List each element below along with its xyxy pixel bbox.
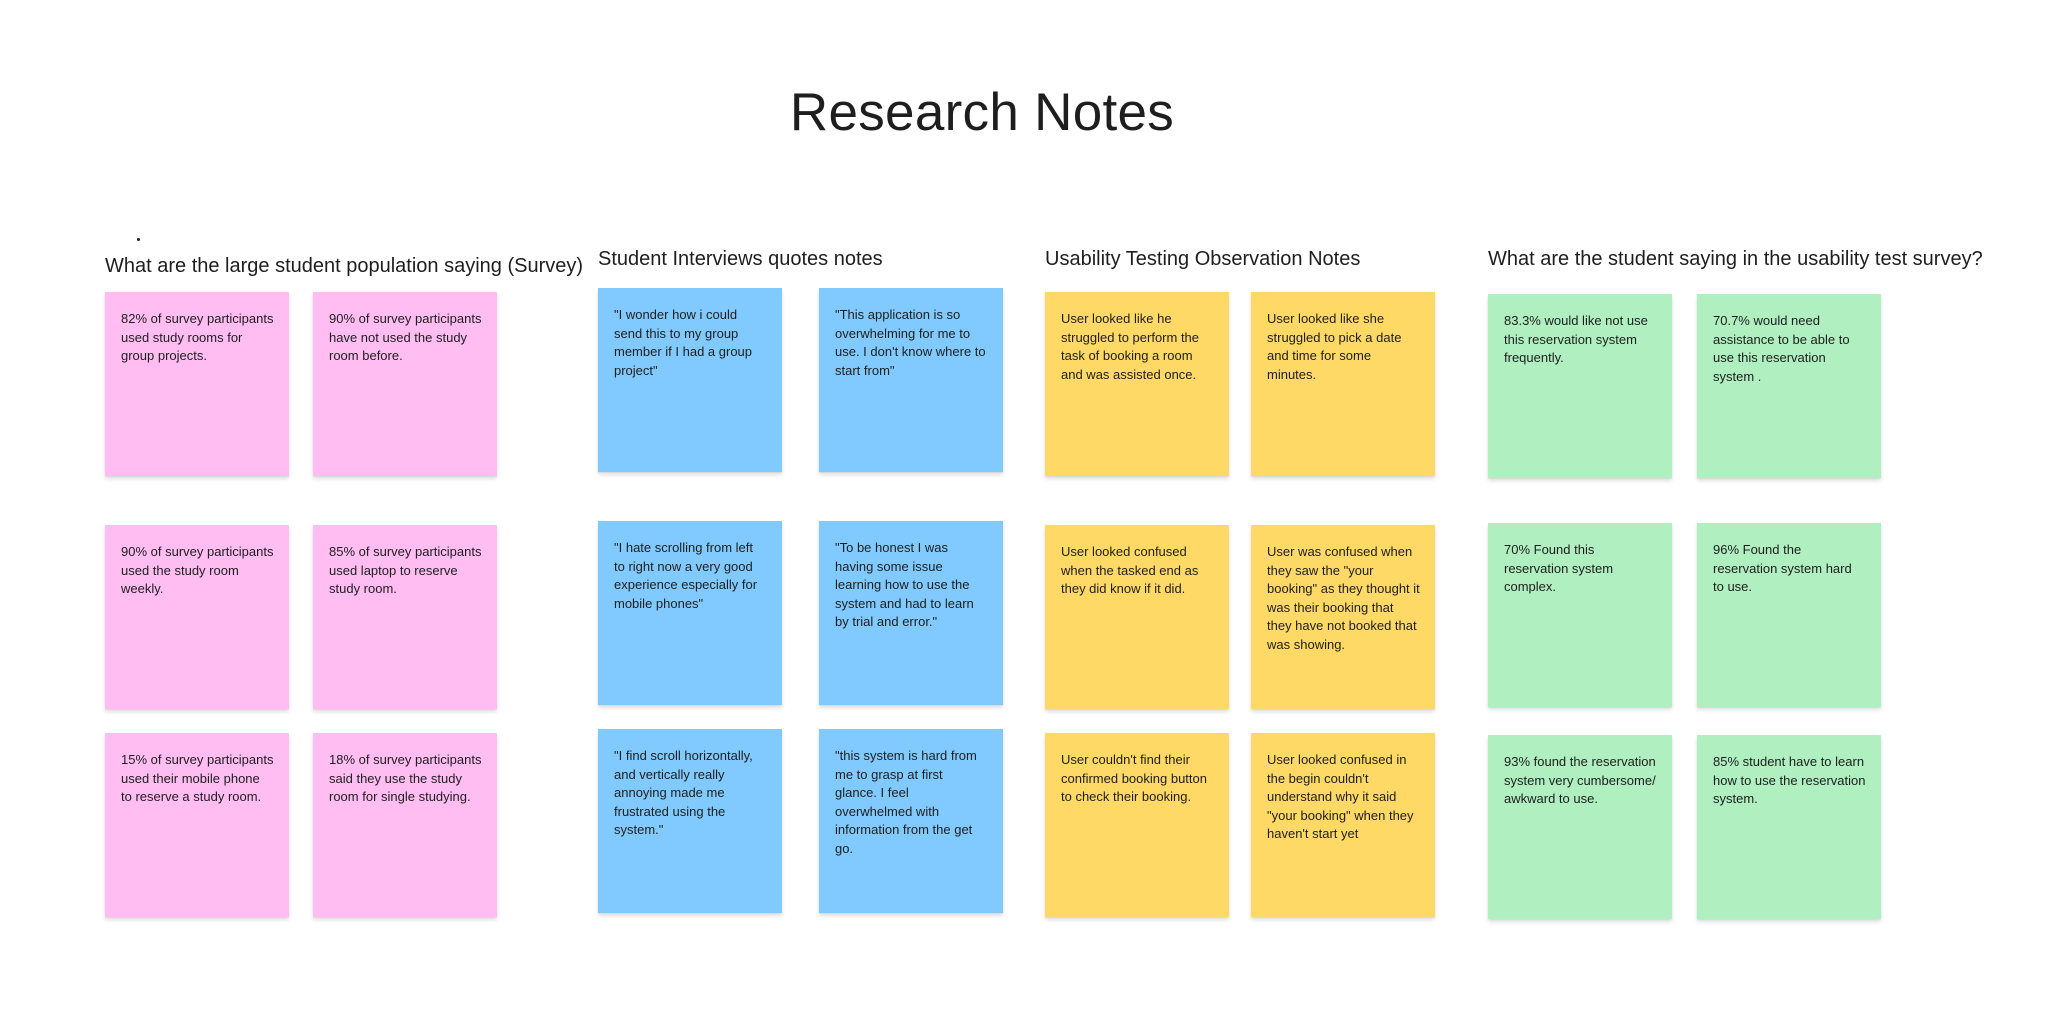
sticky-note-text: 90% of survey participants have not used… (329, 311, 482, 363)
sticky-note[interactable]: "To be honest I was having some issue le… (819, 521, 1003, 705)
sticky-note[interactable]: User was confused when they saw the "you… (1251, 525, 1435, 709)
section-heading-survey: What are the large student population sa… (105, 255, 584, 277)
sticky-note[interactable]: 85% of survey participants used laptop t… (313, 525, 497, 709)
section-heading-test-survey: What are the student saying in the usabi… (1488, 248, 1983, 270)
sticky-note[interactable]: 83.3% would like not use this reservatio… (1488, 294, 1672, 478)
sticky-note-text: "I hate scrolling from left to right now… (614, 540, 758, 611)
sticky-note[interactable]: 70.7% would need assistance to be able t… (1697, 294, 1881, 478)
sticky-note-text: 82% of survey participants used study ro… (121, 311, 274, 363)
sticky-note-text: 85% student have to learn how to use the… (1713, 754, 1866, 806)
sticky-note-text: 18% of survey participants said they use… (329, 752, 482, 804)
sticky-note-text: "I find scroll horizontally, and vertica… (614, 748, 753, 837)
sticky-note[interactable]: User couldn't find their confirmed booki… (1045, 733, 1229, 917)
sticky-note-text: User looked like she struggled to pick a… (1267, 311, 1402, 382)
sticky-note-text: "I wonder how i could send this to my gr… (614, 307, 753, 378)
sticky-note[interactable]: User looked like she struggled to pick a… (1251, 292, 1435, 476)
sticky-note-text: User looked like he struggled to perform… (1061, 311, 1200, 382)
sticky-note[interactable]: User looked like he struggled to perform… (1045, 292, 1229, 476)
sticky-note[interactable]: 90% of survey participants used the stud… (105, 525, 289, 709)
sticky-note[interactable]: "this system is hard from me to grasp at… (819, 729, 1003, 913)
sticky-note[interactable]: 70% Found this reservation system comple… (1488, 523, 1672, 707)
sticky-note[interactable]: "I hate scrolling from left to right now… (598, 521, 782, 705)
sticky-note-text: 85% of survey participants used laptop t… (329, 544, 482, 596)
section-heading-interviews: Student Interviews quotes notes (598, 248, 883, 270)
sticky-note-text: "This application is so overwhelming for… (835, 307, 986, 378)
section-heading-observations: Usability Testing Observation Notes (1045, 248, 1361, 270)
sticky-note[interactable]: 82% of survey participants used study ro… (105, 292, 289, 476)
sticky-note-text: User looked confused in the begin couldn… (1267, 752, 1414, 841)
sticky-note[interactable]: "This application is so overwhelming for… (819, 288, 1003, 472)
sticky-note[interactable]: "I find scroll horizontally, and vertica… (598, 729, 782, 913)
sticky-note[interactable]: "I wonder how i could send this to my gr… (598, 288, 782, 472)
sticky-note[interactable]: User looked confused in the begin couldn… (1251, 733, 1435, 917)
board-title: Research Notes (789, 83, 1175, 142)
sticky-note[interactable]: 18% of survey participants said they use… (313, 733, 497, 917)
sticky-note-text: 83.3% would like not use this reservatio… (1504, 313, 1648, 365)
sticky-note-text: User couldn't find their confirmed booki… (1061, 752, 1207, 804)
sticky-note-text: 96% Found the reservation system hard to… (1713, 542, 1852, 594)
sticky-note-text: 70.7% would need assistance to be able t… (1713, 313, 1850, 384)
sticky-note[interactable]: User looked confused when the tasked end… (1045, 525, 1229, 709)
sticky-note-text: User looked confused when the tasked end… (1061, 544, 1199, 596)
sticky-note-text: "this system is hard from me to grasp at… (835, 748, 977, 856)
sticky-note-text: User was confused when they saw the "you… (1267, 544, 1420, 652)
sticky-note-text: 15% of survey participants used their mo… (121, 752, 274, 804)
sticky-note[interactable]: 85% student have to learn how to use the… (1697, 735, 1881, 919)
sticky-note[interactable]: 15% of survey participants used their mo… (105, 733, 289, 917)
stray-dot (137, 238, 140, 241)
sticky-note-text: 93% found the reservation system very cu… (1504, 754, 1656, 806)
sticky-note-text: 90% of survey participants used the stud… (121, 544, 274, 596)
sticky-note-text: 70% Found this reservation system comple… (1504, 542, 1614, 594)
sticky-note[interactable]: 90% of survey participants have not used… (313, 292, 497, 476)
sticky-note[interactable]: 93% found the reservation system very cu… (1488, 735, 1672, 919)
sticky-note[interactable]: 96% Found the reservation system hard to… (1697, 523, 1881, 707)
sticky-note-text: "To be honest I was having some issue le… (835, 540, 974, 629)
